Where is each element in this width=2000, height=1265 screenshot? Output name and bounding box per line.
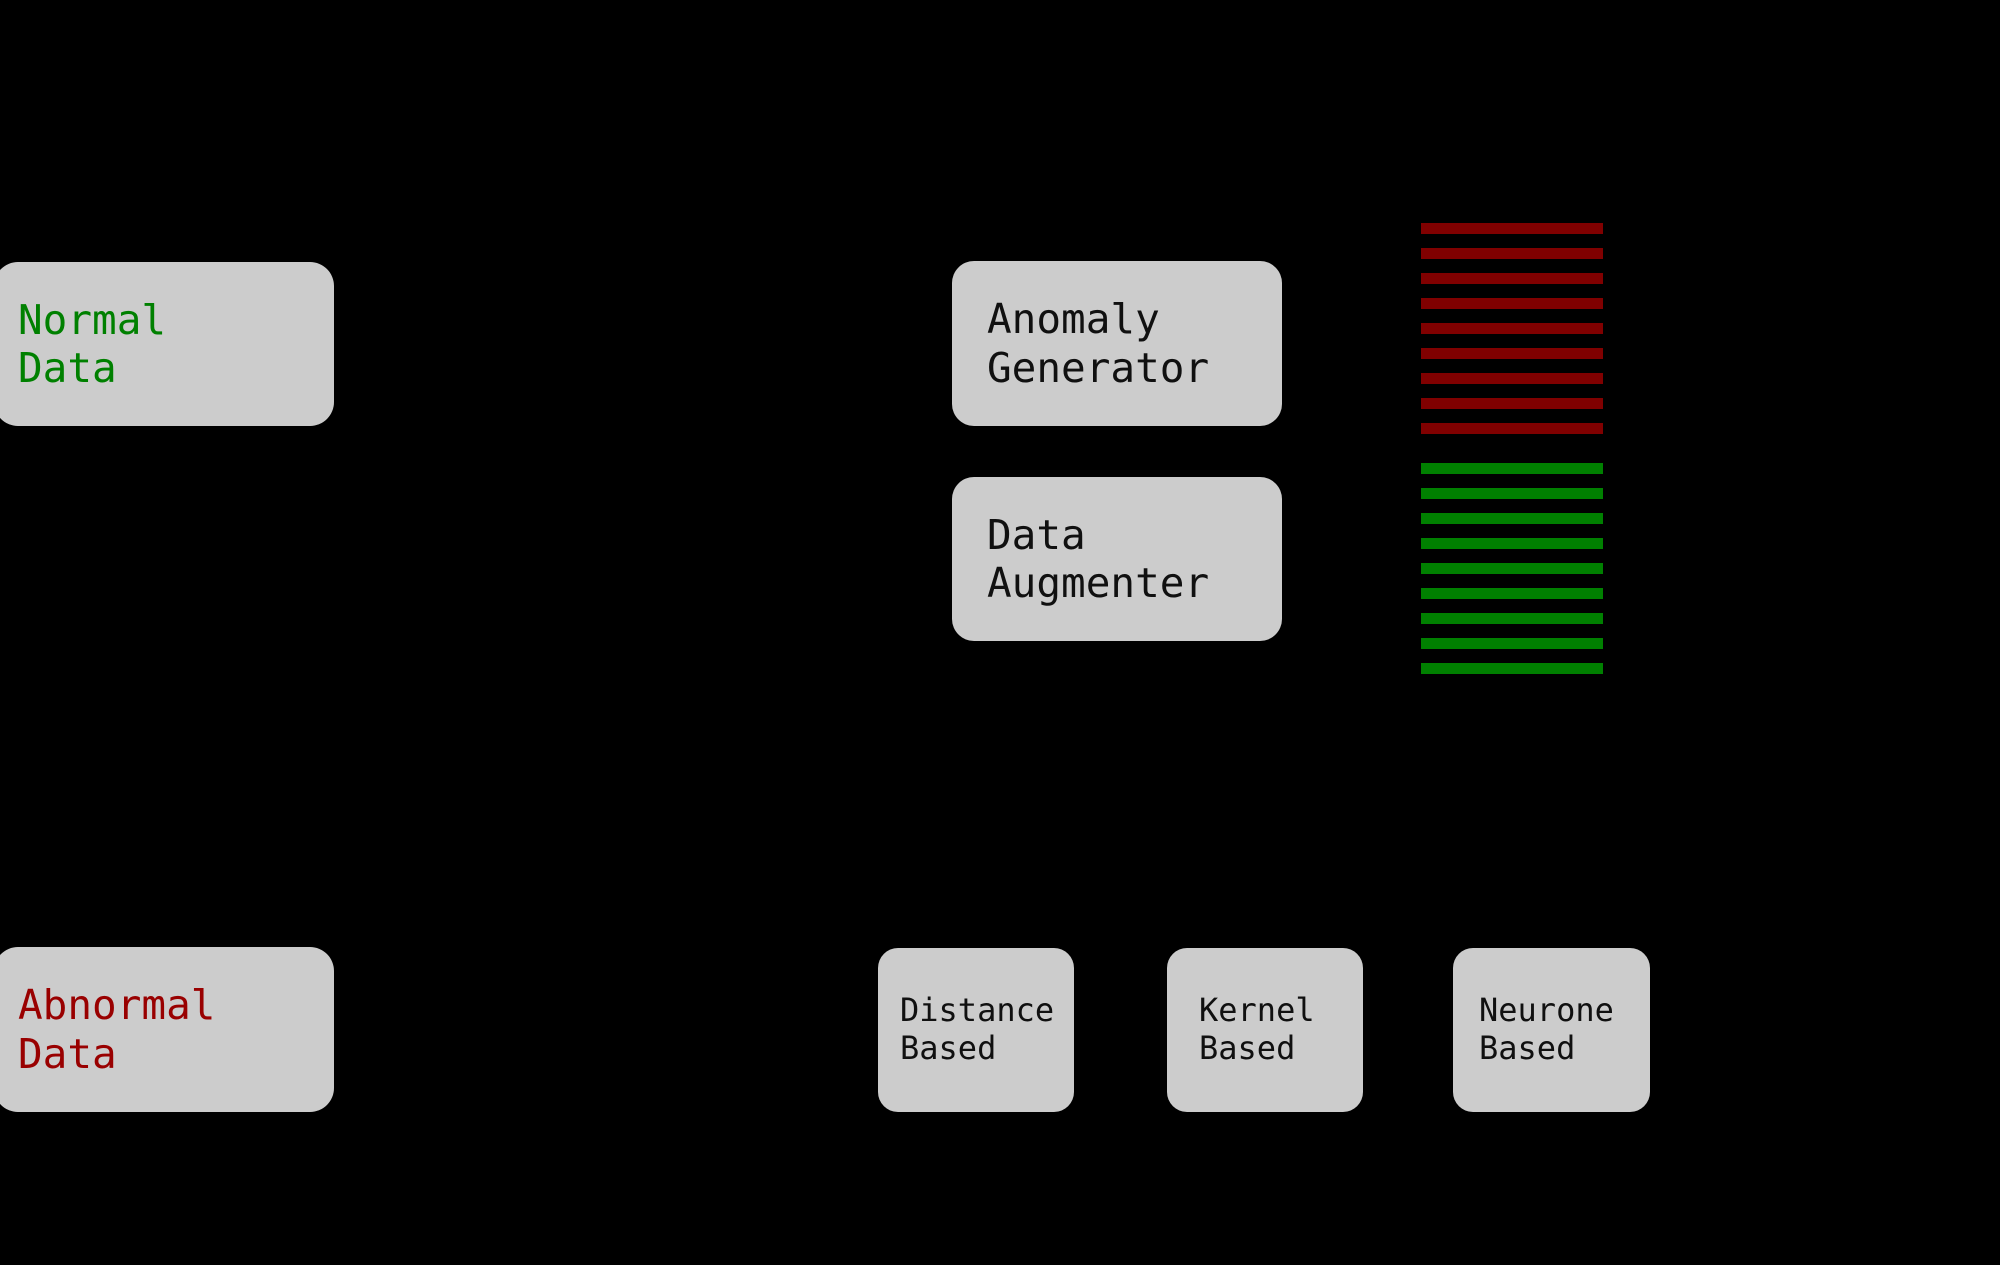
abnormal-data-label-line1: Abnormal [18, 981, 216, 1030]
detector-distance-based-node[interactable]: Distance Based [878, 948, 1074, 1112]
sample-stripe-normal [1421, 588, 1603, 599]
sample-stripe-anomalous [1421, 348, 1603, 359]
sample-stripe-anomalous [1421, 423, 1603, 434]
data-augmenter-label-line2: Augmenter [987, 559, 1210, 607]
normal-data-label-line1: Normal [18, 295, 167, 344]
anomaly-generator-node[interactable]: Anomaly Generator [952, 261, 1282, 426]
detector-kernel-based-label-line1: Kernel [1199, 991, 1315, 1030]
sample-stripe-normal [1421, 638, 1603, 649]
detector-distance-based-label-line2: Based [900, 1029, 997, 1067]
sample-stripe-anomalous [1421, 298, 1603, 309]
normal-data-node[interactable]: Normal Data [0, 262, 334, 426]
detector-neurone-based-label-line2: Based [1479, 1029, 1576, 1067]
sample-stripe-normal [1421, 513, 1603, 524]
sample-stripe-anomalous [1421, 248, 1603, 259]
sample-stripe-normal [1421, 538, 1603, 549]
detector-kernel-based-node[interactable]: Kernel Based [1167, 948, 1363, 1112]
sample-stripe-normal [1421, 463, 1603, 474]
abnormal-data-label-line2: Data [18, 1029, 117, 1078]
anomaly-generator-label-line1: Anomaly [987, 295, 1160, 344]
detector-distance-based-label-line1: Distance [900, 991, 1055, 1030]
detector-kernel-based-label-line2: Based [1199, 1029, 1296, 1067]
abnormal-data-node[interactable]: Abnormal Data [0, 947, 334, 1112]
normal-data-label-line2: Data [18, 344, 117, 392]
sample-stripe-anomalous [1421, 223, 1603, 234]
sample-stripe-normal [1421, 563, 1603, 574]
sample-stripe-normal [1421, 488, 1603, 499]
detector-neurone-based-label-line1: Neurone [1479, 991, 1614, 1030]
sample-stripe-normal [1421, 613, 1603, 624]
sample-stripe-anomalous [1421, 323, 1603, 334]
sample-stripe-anomalous [1421, 398, 1603, 409]
sample-stripe-anomalous [1421, 273, 1603, 284]
sample-stripe-anomalous [1421, 373, 1603, 384]
detector-neurone-based-node[interactable]: Neurone Based [1453, 948, 1650, 1112]
data-augmenter-node[interactable]: Data Augmenter [952, 477, 1282, 641]
sample-stack [1421, 223, 1603, 678]
data-augmenter-label-line1: Data [987, 510, 1086, 559]
sample-stripe-normal [1421, 663, 1603, 674]
anomaly-generator-label-line2: Generator [987, 343, 1210, 392]
